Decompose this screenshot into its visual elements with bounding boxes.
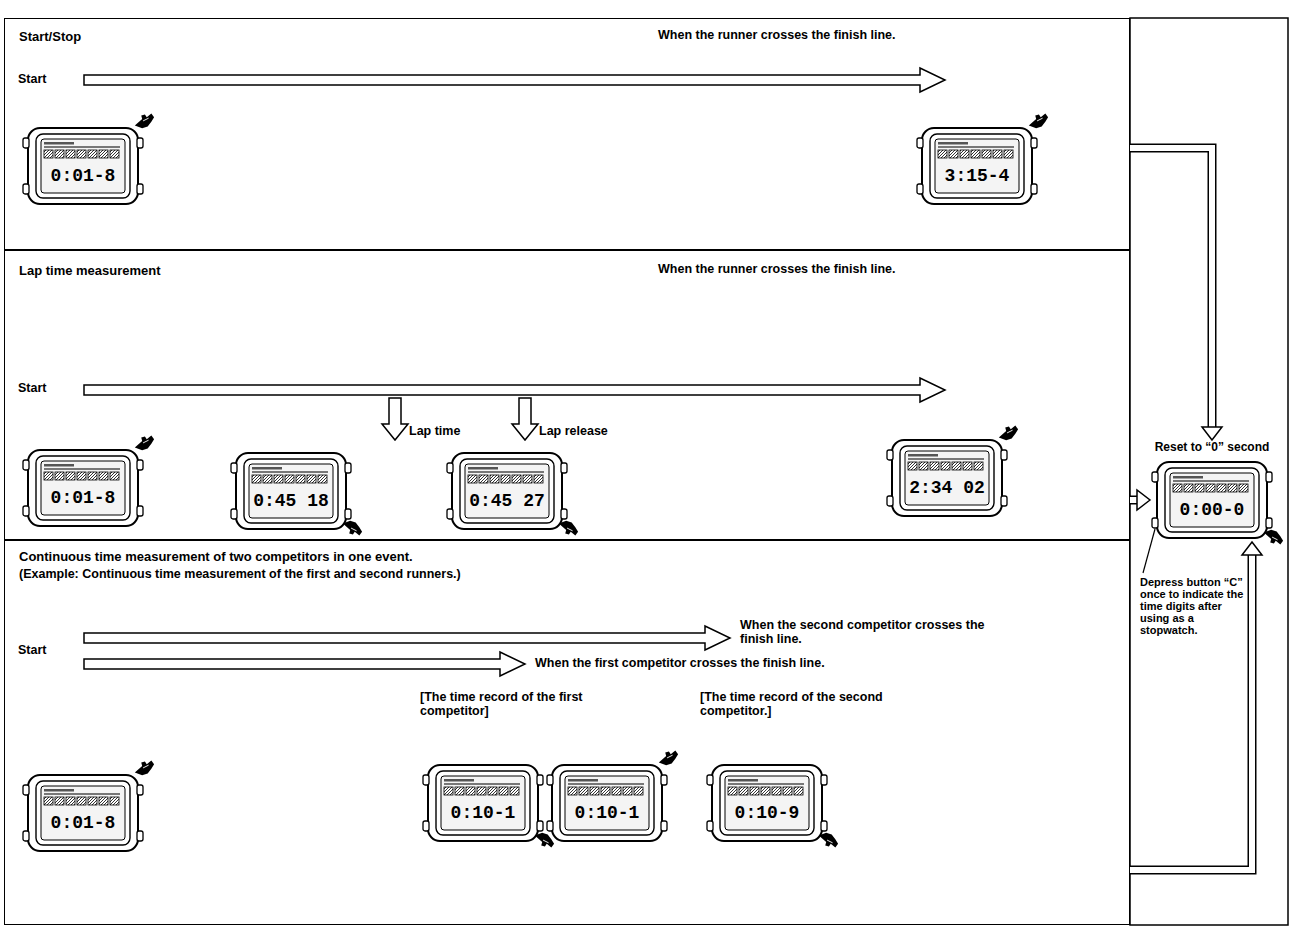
pointing-hand <box>1027 110 1049 130</box>
annotation-text: Lap release <box>539 424 608 438</box>
lcd-digits: 2:34 02 <box>905 472 989 504</box>
arrow-outline <box>1130 148 1212 427</box>
pointing-hand <box>133 110 155 130</box>
reset-column <box>1130 18 1288 925</box>
reset-watch: Reset to “0” second 0:00-0 <box>1150 440 1274 542</box>
flow-arrow <box>1130 490 1150 510</box>
timeline-arrow <box>84 68 945 92</box>
annotation-text: When the second competitor crosses the f… <box>740 618 1000 646</box>
annotation-text: When the runner crosses the finish line. <box>658 28 896 42</box>
timeline-arrow <box>84 626 730 650</box>
arrow-fill <box>1130 148 1212 427</box>
arrow-fill <box>1130 497 1137 503</box>
timeline-arrow <box>84 378 945 402</box>
lcd-digits: 0:10-1 <box>441 797 525 829</box>
lcd-digits: 0:00-0 <box>1170 494 1254 526</box>
lcd-digits: 0:10-9 <box>725 797 809 829</box>
lcd-digits: 0:01-8 <box>41 482 125 514</box>
section-panel: Start/Stop 0:01-8 3:15-4 <box>4 18 1130 250</box>
lcd-digits: 0:45 18 <box>249 485 333 517</box>
lcd-digits: 0:45 27 <box>465 485 549 517</box>
annotation-text: Start <box>18 381 46 395</box>
section-heading: Start/Stop <box>19 29 81 44</box>
timeline-arrow <box>84 652 525 676</box>
arrow-head <box>1242 542 1262 555</box>
pointing-hand <box>341 519 363 539</box>
annotation-text: [The time record of the second competito… <box>700 690 915 718</box>
section-panel: Continuous time measurement of two compe… <box>4 540 1130 925</box>
watch-display: 0:45 27 <box>445 449 569 533</box>
lcd-digits: 0:10-1 <box>565 797 649 829</box>
watch-display: 2:34 02 <box>885 436 1009 520</box>
section-heading: Continuous time measurement of two compe… <box>19 549 413 564</box>
section-note: (Example: Continuous time measurement of… <box>19 567 461 581</box>
watch-display: 0:01-8 <box>21 124 145 208</box>
arrow-outline <box>1130 555 1252 870</box>
watch-display: 0:00-0 <box>1150 458 1274 542</box>
flow-arrow <box>1130 148 1222 440</box>
watch-display: 0:45 18 <box>229 449 353 533</box>
watch-display: 0:01-8 <box>21 771 145 855</box>
pointing-hand <box>657 747 679 767</box>
annotation-text: Start <box>18 72 46 86</box>
annotation-text: Start <box>18 643 46 657</box>
watch-display: 0:10-9 <box>705 761 829 845</box>
flow-arrow <box>1130 542 1262 870</box>
annotation-text: Depress button “C” once to indicate the … <box>1140 576 1244 636</box>
section-heading: Lap time measurement <box>19 263 161 278</box>
pointing-hand <box>133 757 155 777</box>
leader-line <box>1143 529 1155 573</box>
arrow-head <box>1137 490 1150 510</box>
lcd-digits: 0:01-8 <box>41 807 125 839</box>
lcd-digits: 3:15-4 <box>935 160 1019 192</box>
annotation-text: [The time record of the first competitor… <box>420 690 595 718</box>
lcd-digits: 0:01-8 <box>41 160 125 192</box>
lap-arrow <box>382 398 408 440</box>
pointing-hand <box>997 422 1019 442</box>
watch-display: 0:10-1 <box>421 761 545 845</box>
pointing-hand <box>133 432 155 452</box>
lap-arrow <box>512 398 538 440</box>
annotation-text: When the runner crosses the finish line. <box>658 262 896 276</box>
pointing-hand <box>533 831 555 851</box>
watch-display: 3:15-4 <box>915 124 1039 208</box>
arrow-outline <box>1130 496 1137 505</box>
arrow-head <box>1202 427 1222 440</box>
annotation-text: When the first competitor crosses the fi… <box>535 656 825 670</box>
annotation-text: Lap time <box>409 424 460 438</box>
section-panel: Lap time measurement 0:01-8 0:45 18 0:45 27… <box>4 250 1130 540</box>
pointing-hand <box>817 831 839 851</box>
arrow-fill <box>1130 555 1252 870</box>
pointing-hand <box>1262 528 1284 548</box>
pointing-hand <box>557 519 579 539</box>
reset-heading: Reset to “0” second <box>1150 440 1274 458</box>
watch-display: 0:10-1 <box>545 761 669 845</box>
watch-display: 0:01-8 <box>21 446 145 530</box>
